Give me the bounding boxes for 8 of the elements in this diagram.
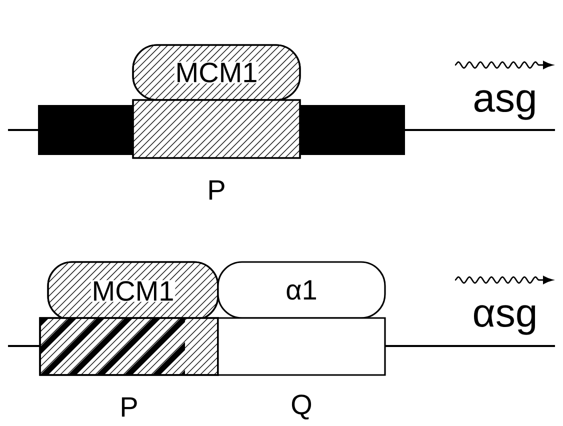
transcript-label: αsg — [474, 305, 536, 335]
binding-site-box — [39, 317, 219, 376]
binding-site-box — [217, 317, 386, 376]
region-label: P — [209, 180, 224, 200]
region-label: Q — [292, 394, 312, 420]
region-label: P — [122, 397, 137, 417]
binding-site-box — [132, 99, 301, 159]
transcript-label: asg — [474, 90, 535, 120]
